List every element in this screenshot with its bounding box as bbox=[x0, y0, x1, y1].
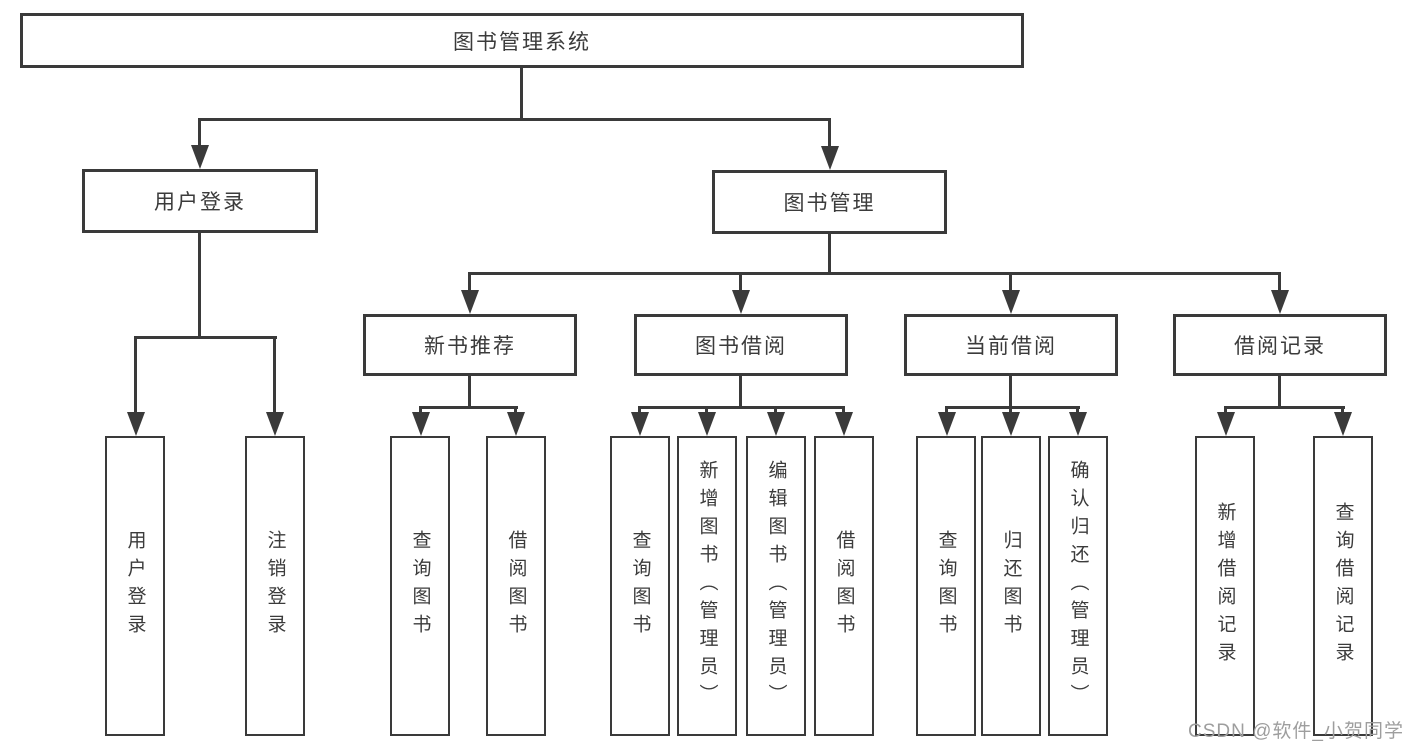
arrow-down-icon bbox=[698, 412, 716, 436]
connector-line bbox=[1009, 376, 1012, 406]
arrow-down-icon bbox=[1002, 412, 1020, 436]
leaf-label: 注销登录 bbox=[264, 530, 286, 642]
leaf-label: 查询图书 bbox=[629, 530, 651, 642]
leaf-query-books-recommend: 查询图书 bbox=[390, 436, 450, 736]
connector-line bbox=[134, 339, 137, 413]
leaf-borrow-books-recommend: 借阅图书 bbox=[486, 436, 546, 736]
node-book-management: 图书管理 bbox=[712, 170, 947, 234]
node-current-borrowing: 当前借阅 bbox=[904, 314, 1118, 376]
leaf-return-book: 归还图书 bbox=[981, 436, 1041, 736]
node-label: 借阅记录 bbox=[1234, 335, 1326, 358]
arrow-down-icon bbox=[938, 412, 956, 436]
connector-line bbox=[828, 121, 831, 148]
node-label: 图书管理系统 bbox=[453, 30, 591, 54]
leaf-add-borrow-record: 新增借阅记录 bbox=[1195, 436, 1255, 736]
leaf-label: 借阅图书 bbox=[833, 530, 855, 642]
connector-line bbox=[520, 68, 523, 118]
connector-line bbox=[945, 409, 948, 414]
arrow-down-icon bbox=[1069, 412, 1087, 436]
node-label: 新书推荐 bbox=[424, 335, 516, 358]
leaf-query-books-current: 查询图书 bbox=[916, 436, 976, 736]
leaf-borrow-books: 借阅图书 bbox=[814, 436, 874, 736]
csdn-watermark: CSDN @软件_小贺同学 bbox=[1188, 721, 1404, 742]
connector-line bbox=[1009, 275, 1012, 291]
leaf-label: 新增图书（管理员） bbox=[696, 460, 718, 712]
node-label: 图书管理 bbox=[783, 192, 876, 215]
leaf-edit-book-admin: 编辑图书（管理员） bbox=[746, 436, 806, 736]
connector-line bbox=[1278, 275, 1281, 291]
arrow-down-icon bbox=[631, 412, 649, 436]
connector-line bbox=[828, 234, 831, 272]
leaf-label: 新增借阅记录 bbox=[1214, 502, 1236, 670]
arrow-down-icon bbox=[412, 412, 430, 436]
arrow-down-icon bbox=[266, 412, 284, 436]
leaf-add-book-admin: 新增图书（管理员） bbox=[677, 436, 737, 736]
arrow-down-icon bbox=[1334, 412, 1352, 436]
arrow-down-icon bbox=[732, 290, 750, 314]
leaf-query-books-borrowing: 查询图书 bbox=[610, 436, 670, 736]
arrow-down-icon bbox=[1217, 412, 1235, 436]
arrow-down-icon bbox=[461, 290, 479, 314]
connector-line bbox=[1009, 409, 1012, 414]
leaf-label: 查询图书 bbox=[935, 530, 957, 642]
arrow-down-icon bbox=[1002, 290, 1020, 314]
node-library-management-system: 图书管理系统 bbox=[20, 13, 1024, 68]
node-borrowing-records: 借阅记录 bbox=[1173, 314, 1387, 376]
connector-line bbox=[1224, 406, 1345, 409]
arrow-down-icon bbox=[127, 412, 145, 436]
connector-line bbox=[638, 409, 641, 414]
connector-line bbox=[419, 406, 518, 409]
leaf-label: 确认归还（管理员） bbox=[1067, 460, 1089, 712]
node-label: 图书借阅 bbox=[695, 335, 787, 358]
connector-line bbox=[705, 409, 708, 414]
connector-line bbox=[739, 275, 742, 291]
leaf-label: 用户登录 bbox=[124, 530, 146, 642]
connector-line bbox=[198, 118, 831, 121]
leaf-label: 归还图书 bbox=[1000, 530, 1022, 642]
arrow-down-icon bbox=[767, 412, 785, 436]
connector-line bbox=[945, 406, 1080, 409]
connector-line bbox=[198, 121, 201, 147]
node-new-book-recommend: 新书推荐 bbox=[363, 314, 577, 376]
arrow-down-icon bbox=[1271, 290, 1289, 314]
node-label: 用户登录 bbox=[154, 191, 246, 214]
arrow-down-icon bbox=[191, 145, 209, 169]
node-book-borrowing: 图书借阅 bbox=[634, 314, 848, 376]
connector-line bbox=[1224, 409, 1227, 414]
connector-line bbox=[1341, 409, 1344, 414]
arrow-down-icon bbox=[835, 412, 853, 436]
arrow-down-icon bbox=[507, 412, 525, 436]
leaf-logout: 注销登录 bbox=[245, 436, 305, 736]
connector-line bbox=[1278, 376, 1281, 406]
leaf-label: 借阅图书 bbox=[505, 530, 527, 642]
connector-line bbox=[419, 409, 422, 414]
leaf-label: 查询图书 bbox=[409, 530, 431, 642]
connector-line bbox=[774, 409, 777, 414]
connector-line bbox=[739, 376, 742, 406]
connector-line bbox=[273, 339, 276, 413]
node-label: 当前借阅 bbox=[965, 335, 1057, 358]
connector-line bbox=[468, 272, 1281, 275]
connector-line bbox=[1076, 409, 1079, 414]
connector-line bbox=[198, 233, 201, 336]
connector-line bbox=[842, 409, 845, 414]
leaf-confirm-return-admin: 确认归还（管理员） bbox=[1048, 436, 1108, 736]
leaf-user-login: 用户登录 bbox=[105, 436, 165, 736]
leaf-label: 编辑图书（管理员） bbox=[765, 460, 787, 712]
leaf-label: 查询借阅记录 bbox=[1332, 502, 1354, 670]
connector-line bbox=[468, 275, 471, 291]
connector-line bbox=[134, 336, 277, 339]
connector-line bbox=[638, 406, 845, 409]
arrow-down-icon bbox=[821, 146, 839, 170]
connector-line bbox=[468, 376, 471, 406]
leaf-query-borrow-record: 查询借阅记录 bbox=[1313, 436, 1373, 736]
connector-line bbox=[514, 409, 517, 414]
node-user-login: 用户登录 bbox=[82, 169, 318, 233]
